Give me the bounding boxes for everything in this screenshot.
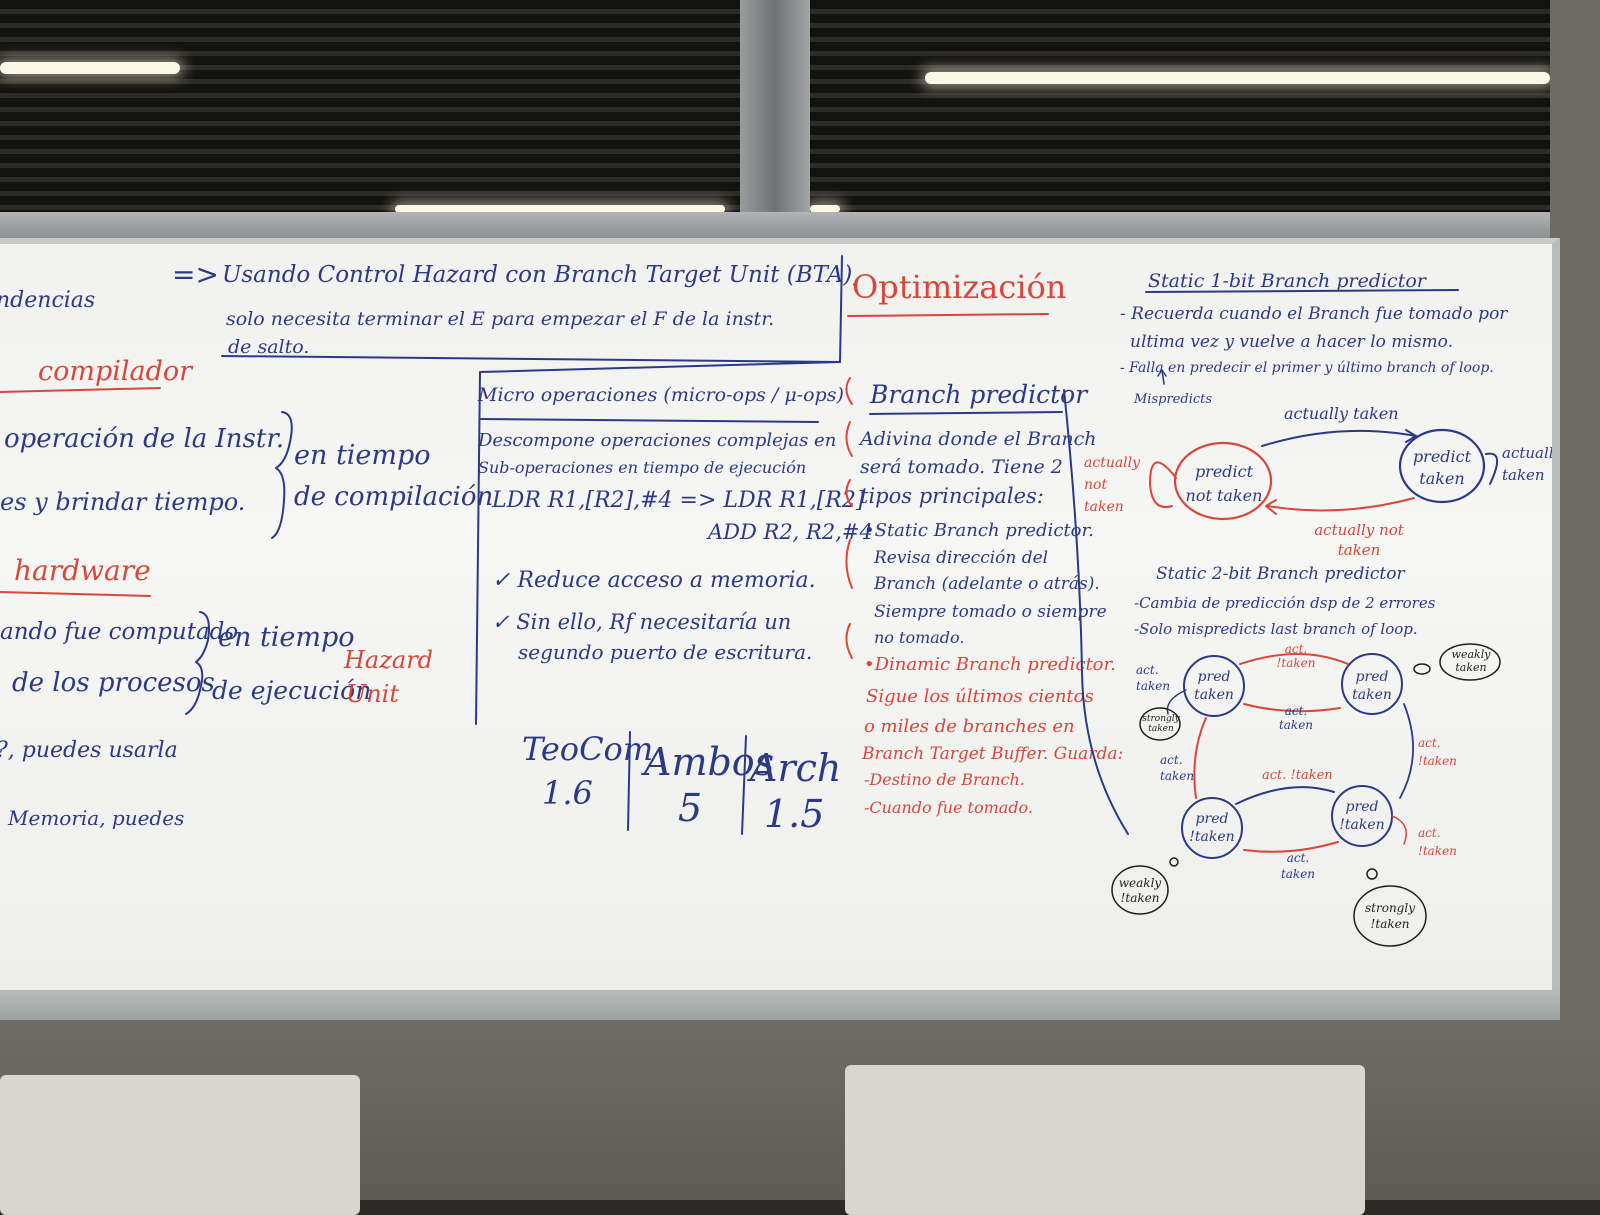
vote-arch-label: Arch [750,746,842,790]
text-dynamic-2: Sigue los últimos cientos [866,686,1094,707]
heading-compilador: compilador [38,356,193,387]
text-mispredicts: Mispredicts [1134,392,1213,407]
state-pred-ntaken-strong: pred !taken [1339,799,1385,833]
text-hazard: Hazard [344,646,434,674]
text-check-1: ✓ Reduce acceso a memoria. [492,568,816,593]
text-en-tiempo-2: en tiempo [218,622,355,653]
text-bp-3: tipos principales: [860,484,1044,508]
text-check-2a: ✓ Sin ello, Rf necesitaría un [492,610,792,634]
text-static-5: no tomado. [874,628,965,647]
board-drawings [0,255,1501,947]
bubble-weakly-taken: weakly taken [1451,648,1491,674]
text-code-1: LDR R1,[R2],#4 => LDR R1,[R2] [492,488,865,513]
vote-teocom-value: 1.6 [542,774,593,812]
ceiling-lamp [0,62,180,74]
label-act-ntaken-right: act. !taken [1418,736,1457,768]
text-bp-1: Adivina donde el Branch [860,428,1097,450]
label-act-ntaken-self: act. !taken [1418,826,1457,858]
window-frame [0,212,1560,238]
text-s2-1: -Cambia de predicción dsp de 2 errores [1134,594,1436,612]
text-static-3: Branch (adelante o atrás). [874,574,1100,594]
text-check-2b: segundo puerto de escritura. [518,640,813,664]
text-de-compilacion: de compilación [294,482,494,512]
label-actually-not-taken: actually not taken [1314,521,1404,559]
heading-static-1bit: Static 1-bit Branch predictor [1148,270,1426,292]
text-top-note-3: de salto. [228,336,310,358]
ceiling-lamp [810,205,840,213]
vote-ambos-value: 5 [678,786,703,830]
vote-arch-value: 1.5 [764,792,825,836]
vote-ambos-label: Ambos [644,740,775,784]
text-static-4: Siempre tomado o siempre [874,602,1107,622]
text-puedes-usarla: ?, puedes usarla [0,738,178,763]
text-micro-desc-1: Descompone operaciones complejas en [478,430,837,451]
text-static-2: Revisa dirección del [874,548,1049,568]
label-self-not-taken: actually not taken [1084,455,1141,515]
bubble-strongly-ntaken: strongly !taken [1365,901,1415,931]
text-brindar: es y brindar tiempo. [0,488,246,516]
arrow-implies: => [172,258,219,291]
state-pred-taken-strong: pred taken [1194,669,1234,703]
window-right [810,0,1550,230]
text-de-ejecucion: de ejecución [212,676,372,705]
text-s1-3: - Falla en predecir el primer y último b… [1120,360,1494,376]
label-act-ntaken-bottom: act. !taken [1262,768,1333,783]
text-bp-2: será tomado. Tiene 2 [860,456,1063,478]
ceiling-lamp [395,205,725,213]
bubble-strongly-taken: strongly taken [1142,714,1180,734]
window-left [0,0,740,230]
state-predict-not-taken: predict not taken [1185,462,1263,505]
heading-static-2bit: Static 2-bit Branch predictor [1156,564,1405,584]
label-act-taken-bottom: act. taken [1280,851,1316,881]
text-top-note-2: solo necesita terminar el E para empezar… [226,308,775,330]
heading-optimizacion: Optimización [852,268,1067,306]
text-cuando-computado: ando fue computado [0,619,239,645]
state-predict-taken: predict taken [1412,447,1472,488]
state-pred-ntaken-weak: pred !taken [1189,811,1235,845]
text-unit: Unit [346,680,400,708]
whiteboard: ndencias compilador operación de la Inst… [0,238,1560,990]
window-blinds [810,0,1550,230]
text-s2-2: -Solo mispredicts last branch of loop. [1134,620,1418,638]
label-act-taken-self: act. taken [1136,663,1171,693]
bubble-weakly-ntaken: weakly !taken [1118,876,1162,905]
text-s1-2: ultima vez y vuelve a hacer lo mismo. [1130,332,1454,352]
text-code-2: ADD R2, R2,#4 [708,520,873,544]
text-dependencias: ndencias [0,288,96,313]
table [845,1065,1365,1215]
text-dynamic-5: -Destino de Branch. [864,770,1025,789]
text-top-note-1: Usando Control Hazard con Branch Target … [222,262,860,288]
label-act-ntaken-top: act. !taken [1276,642,1316,670]
heading-hardware: hardware [14,554,151,587]
text-dynamic-6: -Cuando fue tomado. [864,798,1033,817]
state-pred-taken-weak: pred taken [1352,669,1392,703]
table [0,1075,360,1215]
text-dynamic-1: •Dinamic Branch predictor. [864,654,1116,675]
text-static-1: •Static Branch predictor. [864,520,1094,541]
vote-teocom-label: TeoCom [522,730,654,768]
text-dynamic-3: o miles de branches en [864,716,1075,737]
heading-micro-ops: Micro operaciones (micro-ops / μ-ops) [478,384,844,406]
text-en-tiempo: en tiempo [294,440,431,471]
label-actually-taken: actually taken [1284,404,1399,423]
label-act-taken-mid: act. taken [1278,704,1314,732]
text-memoria-puedes: Memoria, puedes [8,806,185,830]
window-blinds [0,0,740,230]
label-self-taken: actually taken [1502,444,1560,484]
marker-tray [0,985,1560,1020]
ceiling-lamp [925,72,1550,84]
heading-branch-predictor: Branch predictor [870,380,1088,409]
window-frame [740,0,810,235]
text-de-los-procesos: de los procesos [12,668,215,698]
text-micro-desc-2: Sub-operaciones en tiempo de ejecución [478,458,807,477]
text-s1-1: - Recuerda cuando el Branch fue tomado p… [1120,304,1508,324]
label-act-taken-left: act. taken [1160,753,1195,783]
text-dynamic-4: Branch Target Buffer. Guarda: [862,744,1124,764]
text-op-instr: operación de la Instr. [4,424,285,454]
